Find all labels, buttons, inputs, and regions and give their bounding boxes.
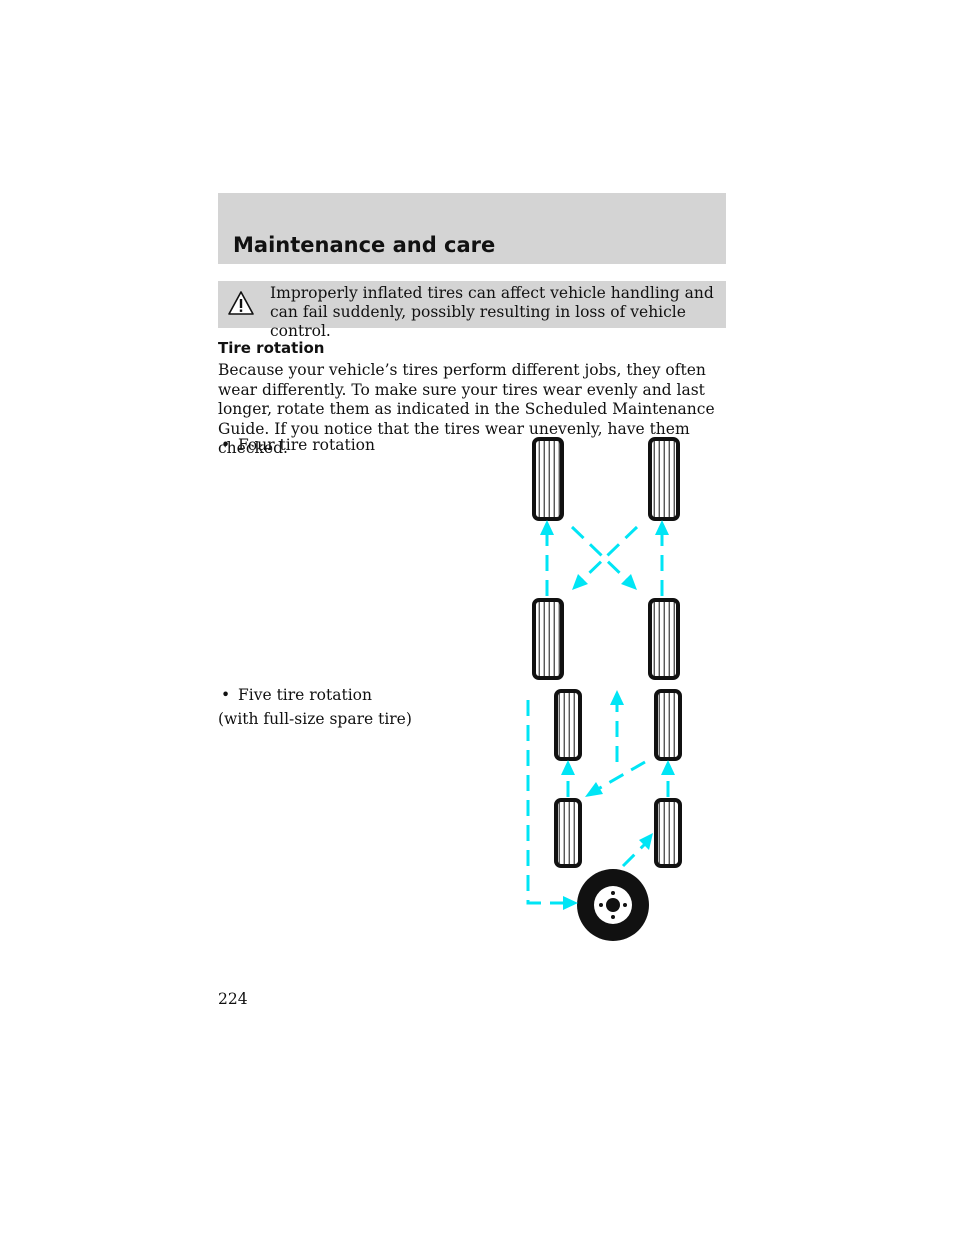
warning-text: Improperly inflated tires can affect veh…	[270, 284, 714, 340]
arrow-left-outer-to-spare	[526, 700, 565, 905]
spare-tire	[577, 869, 649, 941]
arrowhead	[639, 833, 653, 850]
bullet-four-tire-rotation: Four tire rotation	[238, 436, 375, 454]
bullet-five-tire-rotation: Five tire rotation	[238, 686, 372, 704]
tire-rear-right	[654, 798, 682, 868]
warning-box: Improperly inflated tires can affect veh…	[218, 281, 726, 340]
arrow-front-right-to-rear-left	[597, 760, 646, 791]
tire-rear-right	[648, 598, 680, 680]
tire-front-left	[554, 689, 582, 761]
bullet-five-tire-subtext: (with full-size spare tire)	[218, 710, 412, 728]
tire-front-right	[654, 689, 682, 761]
tire-front-right	[648, 437, 680, 521]
page-title: Maintenance and care	[233, 233, 496, 257]
arrowhead	[563, 896, 578, 910]
five-tire-rotation-diagram	[526, 689, 682, 941]
arrowhead	[585, 782, 603, 797]
arrow-spare-to-rear-right	[621, 842, 647, 868]
bullet-marker: •	[221, 436, 231, 454]
tire-rear-left	[532, 598, 564, 680]
arrowhead	[621, 574, 637, 590]
bullet-marker: •	[221, 686, 231, 704]
arrowhead	[572, 574, 588, 590]
arrow-cross-2	[580, 525, 639, 582]
arrowhead	[561, 760, 575, 775]
arrowhead	[661, 760, 675, 775]
four-tire-rotation-diagram	[532, 437, 680, 680]
tire-rear-left	[554, 798, 582, 868]
page-number: 224	[218, 990, 248, 1008]
body-paragraph: Because your vehicle’s tires perform dif…	[218, 361, 715, 457]
section-heading: Tire rotation	[218, 339, 325, 357]
header-band: Maintenance and care	[218, 193, 726, 264]
arrowhead	[655, 520, 669, 535]
arrowhead	[610, 690, 624, 705]
arrowhead	[540, 520, 554, 535]
arrow-cross-1	[570, 525, 629, 582]
warning-triangle-icon	[228, 291, 254, 315]
tire-front-left	[532, 437, 564, 521]
